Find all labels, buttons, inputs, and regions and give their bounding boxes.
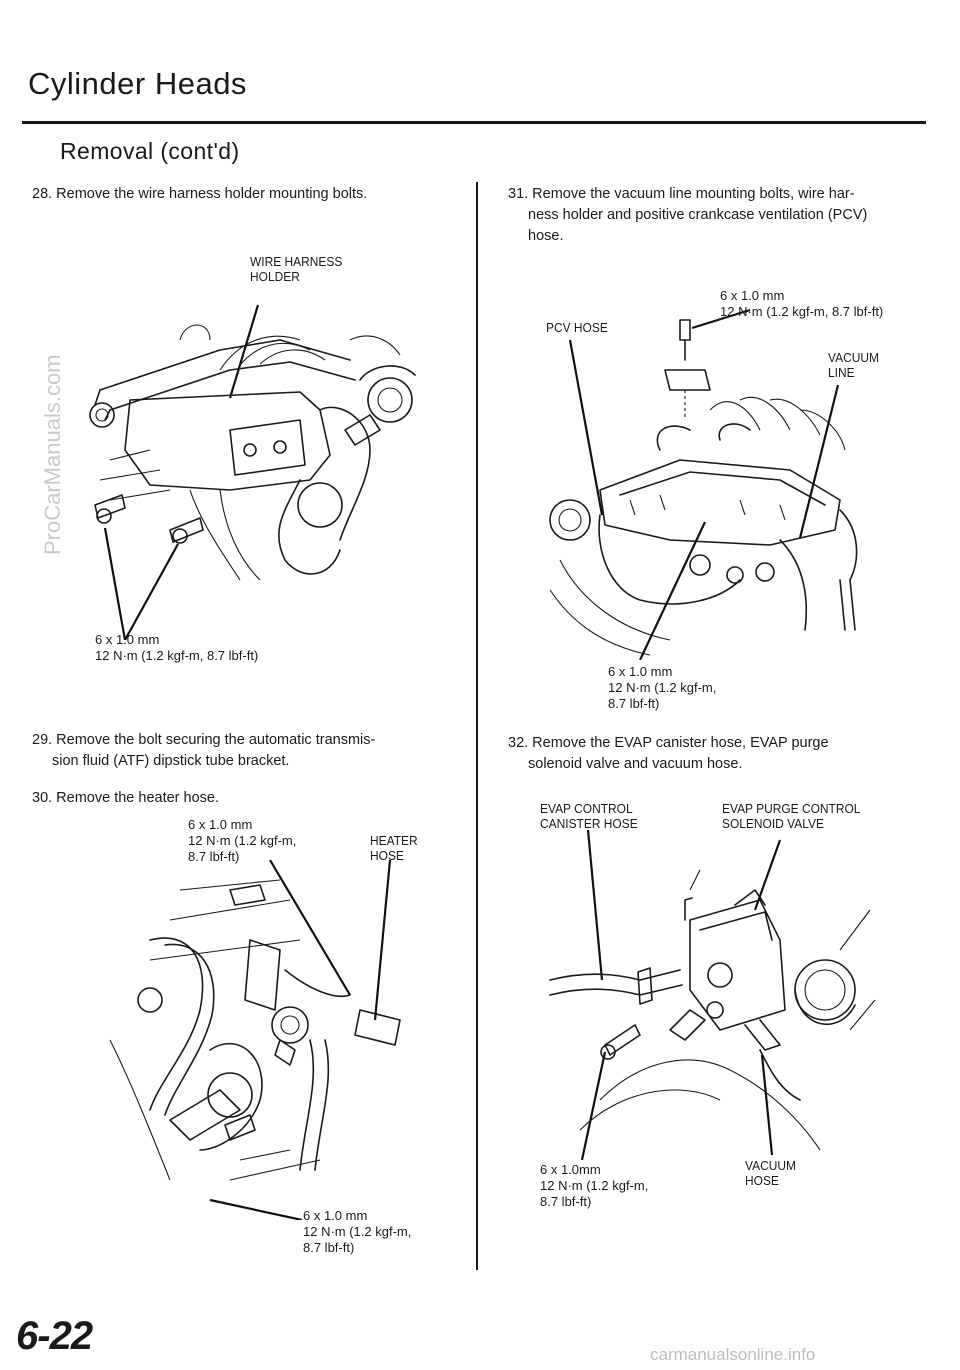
spec-fig3-top-bolt: 6 x 1.0 mm 12 N·m (1.2 kgf-m, 8.7 lbf-ft…	[188, 817, 297, 864]
step-30: 30. Remove the heater hose.	[32, 790, 220, 806]
step-31-line2: ness holder and positive crankcase venti…	[528, 207, 868, 223]
page-title: Cylinder Heads	[28, 66, 247, 101]
footer-watermark: carmanualsonline.info	[650, 1345, 816, 1364]
watermark-text: ProCarManuals.com	[40, 354, 65, 555]
step-32-line1: 32. Remove the EVAP canister hose, EVAP …	[508, 735, 829, 751]
page-number: 6-22	[16, 1314, 93, 1358]
step-31: 31. Remove the vacuum line mounting bolt…	[508, 184, 918, 247]
arrow-fig2-top-bolt	[691, 308, 751, 330]
step-31-line3: hose.	[528, 228, 564, 244]
arrow-fig1-bolt-right	[124, 543, 179, 640]
step-29-line1: 29. Remove the bolt securing the automat…	[32, 732, 376, 748]
arrow-vacuum-hose	[760, 1054, 774, 1156]
label-vacuum-line: VACUUM LINE	[828, 350, 879, 380]
section-subtitle: Removal (cont'd)	[60, 138, 240, 164]
side-watermark: ProCarManuals.com	[0, 354, 65, 815]
arrow-fig3-top-bolt	[269, 860, 351, 996]
step-29-line2: sion fluid (ATF) dipstick tube bracket.	[52, 753, 290, 769]
step-28: 28. Remove the wire harness holder mount…	[32, 186, 368, 202]
spec-fig3-bottom-bolt: 6 x 1.0 mm 12 N·m (1.2 kgf-m, 8.7 lbf-ft…	[303, 1208, 412, 1255]
label-evap-control-canister-hose: EVAP CONTROL CANISTER HOSE	[540, 801, 638, 831]
label-evap-purge-control-solenoid-valve: EVAP PURGE CONTROL SOLENOID VALVE	[722, 801, 861, 831]
step-32-line2: solenoid valve and vacuum hose.	[528, 756, 743, 772]
spec-fig1-bolt: 6 x 1.0 mm 12 N·m (1.2 kgf-m, 8.7 lbf-ft…	[95, 632, 259, 663]
step-31-line1: 31. Remove the vacuum line mounting bolt…	[508, 186, 855, 202]
engine-drawing-2	[549, 319, 858, 656]
step-29: 29. Remove the bolt securing the automat…	[32, 730, 452, 772]
engine-drawing-3	[109, 879, 401, 1181]
arrow-evap-purge-valve	[753, 839, 782, 911]
arrow-fig1-bolt-left	[103, 527, 127, 640]
arrow-fig3-bottom-bolt	[209, 1198, 303, 1220]
engine-drawing-1	[89, 324, 416, 581]
label-pcv-hose: PCV HOSE	[546, 320, 608, 335]
arrow-heater-hose	[373, 860, 392, 1021]
arrow-pcv-hose	[568, 339, 604, 516]
figure-vacuum-line-pcv	[549, 308, 858, 660]
figure-evap-purge	[549, 830, 876, 1160]
engine-drawing-4	[549, 869, 876, 1151]
label-heater-hose: HEATER HOSE	[370, 833, 418, 863]
label-wire-harness-holder: WIRE HARNESS HOLDER	[250, 254, 343, 284]
label-vacuum-hose: VACUUM HOSE	[745, 1158, 796, 1188]
figure-heater-hose	[109, 860, 401, 1220]
arrow-evap-canister-hose	[586, 830, 604, 981]
column-divider	[476, 182, 478, 1270]
spec-fig4-bolt: 6 x 1.0mm 12 N·m (1.2 kgf-m, 8.7 lbf-ft)	[540, 1162, 649, 1209]
arrow-fig2-bottom-bolt	[639, 521, 706, 660]
arrow-wire-harness-holder	[228, 304, 260, 399]
figure-wire-harness-holder	[89, 304, 416, 640]
arrow-vacuum-line	[798, 384, 840, 539]
header-rule	[22, 121, 926, 124]
arrow-fig4-bolt	[580, 1051, 607, 1160]
step-32: 32. Remove the EVAP canister hose, EVAP …	[508, 733, 918, 775]
spec-fig2-bottom-bolt: 6 x 1.0 mm 12 N·m (1.2 kgf-m, 8.7 lbf-ft…	[608, 664, 717, 711]
